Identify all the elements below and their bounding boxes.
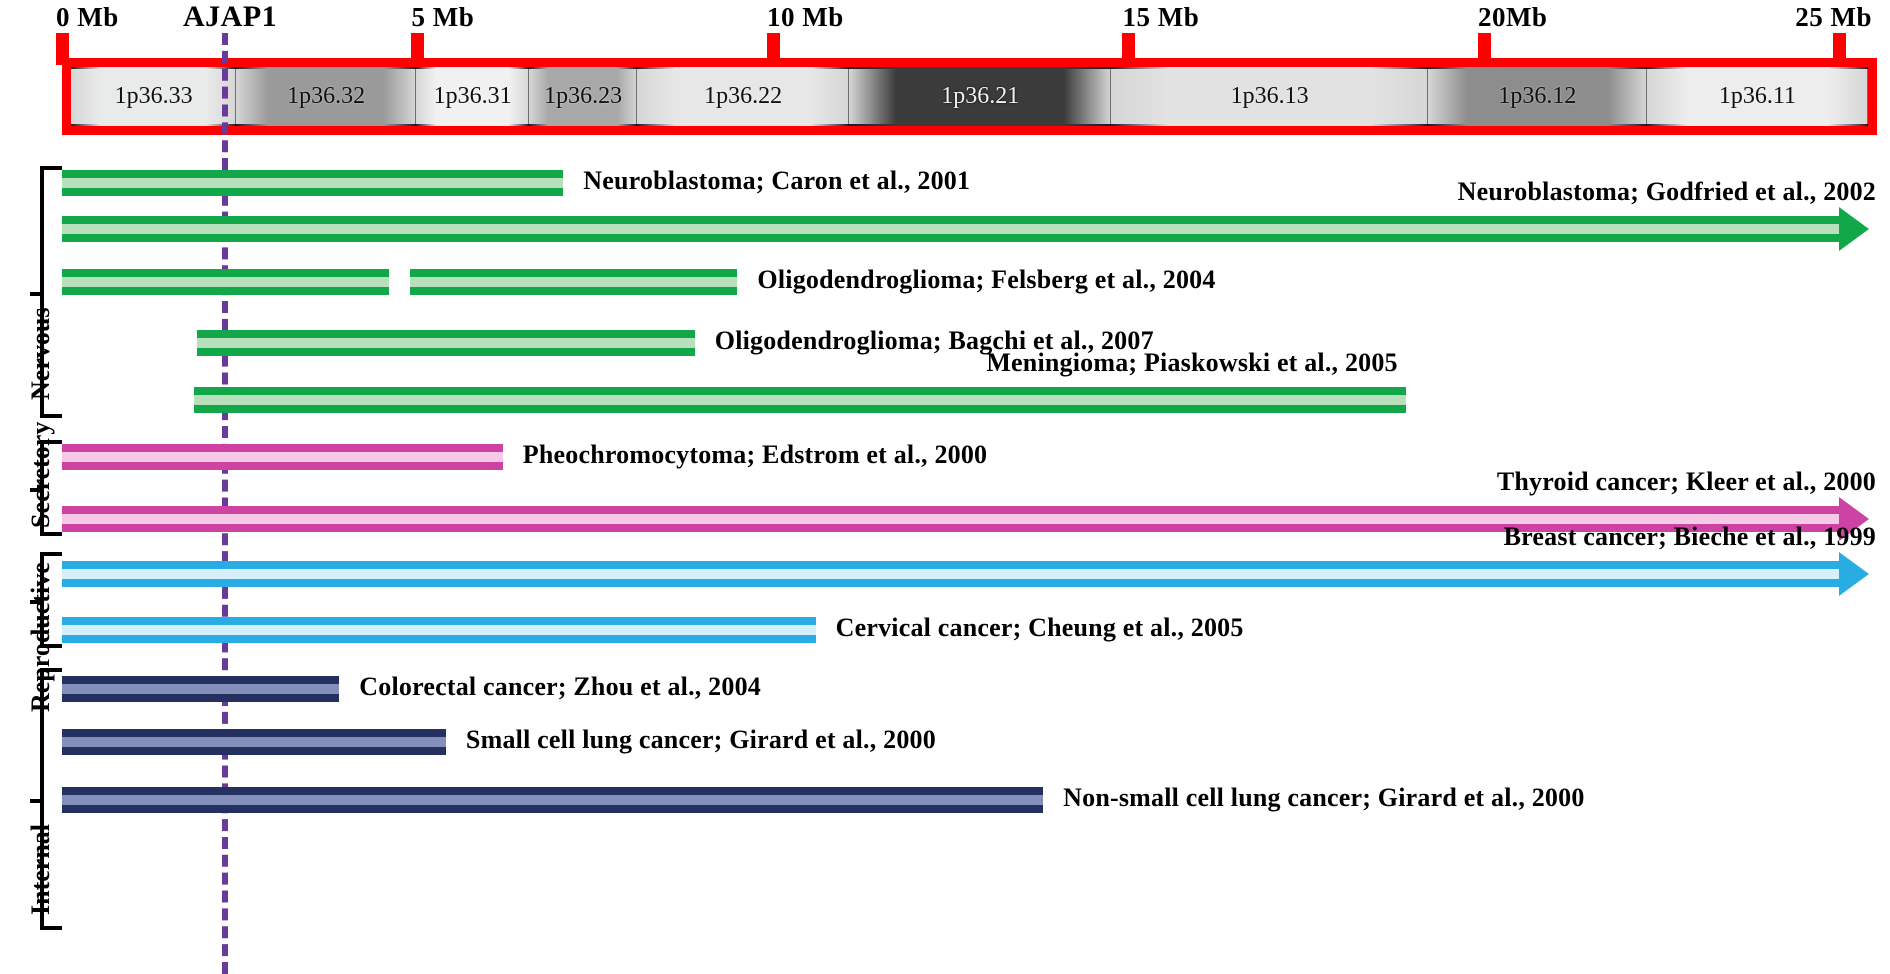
locus-label: Pheochromocytoma; Edstrom et al., 2000 [522, 440, 988, 469]
locus-bar-segment [62, 170, 564, 196]
locus-label: Oligodendroglioma; Bagchi et al., 2007 [714, 326, 1154, 355]
category-bracket-internal [30, 668, 62, 930]
locus-label: Thyroid cancer; Kleer et al., 2000 [1496, 467, 1876, 496]
locus-bar-segment [62, 617, 816, 643]
ajap1-label: AJAP1 [183, 0, 278, 33]
chromosome-band-label: 1p36.12 [1498, 83, 1577, 109]
chromosome-band: 1p36.23 [529, 67, 638, 126]
axis-tick-mark [1122, 33, 1136, 65]
category-label-internal: Internal [26, 824, 55, 915]
chromosome-band-strip: 1p36.33 1p36.32 1p36.31 1p36.23 1p36.22 1p36.… [71, 67, 1868, 126]
chromosome-band-label: 1p36.31 [433, 83, 512, 109]
locus-bar [0, 387, 1890, 413]
category-bracket-nub [30, 799, 44, 803]
axis-tick-label: 20Mb [1477, 2, 1548, 32]
locus-bar-segment [62, 676, 340, 702]
locus-bar-segment [410, 269, 738, 295]
locus-bar-segment [62, 506, 1840, 532]
chromosome-band: 1p36.21 [849, 67, 1112, 126]
locus-bar [0, 330, 1890, 356]
category-bracket-reproductive [30, 552, 62, 648]
category-bracket-secretory [30, 440, 62, 536]
locus-bar-segment [62, 729, 446, 755]
chromosome-band-label: 1p36.21 [941, 83, 1020, 109]
chromosome-band-label: 1p36.33 [114, 83, 193, 109]
locus-bar-arrowhead [1839, 207, 1870, 251]
locus-label: Meningioma; Piaskowski et al., 2005 [986, 348, 1398, 377]
genomic-ruler: 0 Mb 5 Mb 10 Mb 15 Mb 20Mb 25 Mb [0, 0, 1890, 145]
chromosome-band: 1p36.22 [637, 67, 850, 126]
locus-bar-segment [62, 787, 1044, 813]
locus-label: Small cell lung cancer; Girard et al., 2… [465, 725, 936, 754]
ajap1-marker-line [222, 33, 228, 974]
locus-bar-segment [62, 269, 390, 295]
locus-label: Breast cancer; Bieche et al., 1999 [1503, 522, 1876, 551]
axis-tick-label: 25 Mb [1795, 2, 1872, 32]
locus-bar [0, 552, 1890, 596]
locus-label: Colorectal cancer; Zhou et al., 2004 [359, 672, 761, 701]
category-bracket-nervous [30, 166, 62, 418]
locus-bar-segment [62, 561, 1840, 587]
chromosome-band-label: 1p36.13 [1230, 83, 1309, 109]
locus-bar-segment [197, 330, 695, 356]
axis-tick-mark [411, 33, 425, 65]
axis-tick-mark [766, 33, 780, 65]
axis-tick-mark [56, 33, 69, 65]
locus-bar [0, 207, 1890, 251]
category-bracket-nub [30, 600, 44, 604]
chromosome-band: 1p36.12 [1427, 67, 1647, 126]
chromosome-band-label: 1p36.23 [544, 83, 623, 109]
locus-bar-segment [62, 216, 1840, 242]
locus-bar [0, 787, 1890, 813]
chromosome-band: 1p36.31 [416, 67, 530, 126]
chromosome-band: 1p36.13 [1111, 67, 1428, 126]
locus-bar [0, 729, 1890, 755]
locus-bar [0, 170, 1890, 196]
chromosome-band: 1p36.33 [71, 67, 237, 126]
axis-tick-label: 0 Mb [56, 2, 119, 32]
locus-label: Neuroblastoma; Caron et al., 2001 [583, 166, 971, 195]
locus-label: Non-small cell lung cancer; Girard et al… [1063, 783, 1585, 812]
locus-bar-segment [62, 444, 503, 470]
locus-bar-arrowhead [1839, 552, 1870, 596]
locus-bar-arrowhead [1839, 497, 1870, 541]
axis-tick-label: 5 Mb [411, 2, 475, 32]
locus-bar [0, 444, 1890, 470]
category-bracket-nub [30, 292, 44, 296]
locus-bar [0, 497, 1890, 541]
axis-tick-mark [1477, 33, 1491, 65]
axis-tick-label: 10 Mb [766, 2, 844, 32]
chromosome-band-label: 1p36.32 [287, 83, 366, 109]
locus-label: Cervical cancer; Cheung et al., 2005 [835, 613, 1244, 642]
locus-bar [0, 269, 1890, 295]
locus-bar-segment [193, 387, 1406, 413]
chromosome-band: 1p36.32 [236, 67, 417, 126]
locus-label: Neuroblastoma; Godfried et al., 2002 [1457, 177, 1876, 206]
locus-bar [0, 617, 1890, 643]
axis-tick-label: 15 Mb [1122, 2, 1200, 32]
chromosome-band-label: 1p36.22 [704, 83, 783, 109]
locus-bar [0, 676, 1890, 702]
category-bracket-nub [30, 488, 44, 492]
locus-label: Oligodendroglioma; Felsberg et al., 2004 [757, 265, 1216, 294]
chromosome-band-label: 1p36.11 [1718, 83, 1797, 109]
axis-tick-mark [1833, 33, 1847, 65]
chromosome-band: 1p36.11 [1646, 67, 1868, 126]
